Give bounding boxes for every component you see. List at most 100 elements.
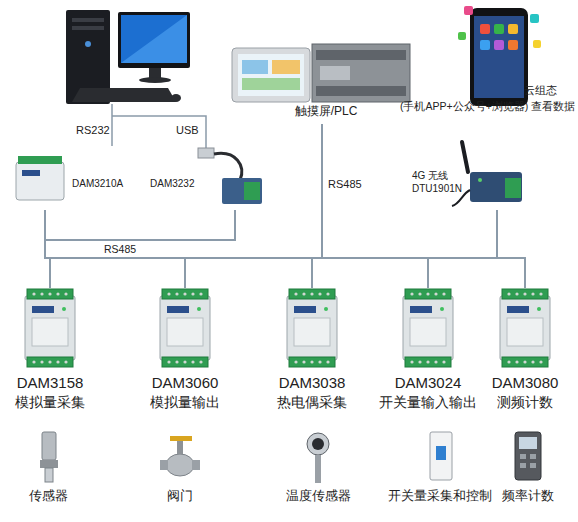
plc-part (316, 50, 406, 60)
pc-keyboard-part (171, 94, 181, 102)
node-label: DAM3210A (72, 178, 130, 191)
node-label: 云组态 (524, 84, 574, 98)
node-label: DAM3080 (475, 374, 575, 393)
bus-connector (50, 124, 322, 288)
pc-tower-part (72, 18, 104, 22)
smartphone-part (494, 24, 504, 34)
frequency-counter-part (515, 432, 541, 480)
bus-connector (45, 210, 525, 288)
bus-connector (45, 210, 235, 288)
frequency-counter-part (520, 454, 526, 459)
smartphone-part (480, 24, 490, 34)
switch-device (430, 432, 452, 480)
bus-connector (312, 210, 497, 288)
io-module: DAM3038热电偶采集 (262, 288, 362, 414)
usb-converter (198, 148, 262, 204)
io-module: DAM3060模拟量输出 (135, 288, 235, 414)
frequency-counter-part (530, 463, 536, 468)
module-icon (287, 289, 337, 367)
bus-connector (45, 210, 428, 288)
usb-converter-part (214, 153, 242, 180)
pressure-sensor-part (40, 460, 58, 468)
node-label: DAM3024 (378, 374, 478, 393)
bus-connector (312, 124, 322, 288)
rs232-converter-part (16, 162, 64, 200)
rs232-converter-part (22, 170, 40, 176)
pc-monitor-part (149, 68, 161, 78)
smartphone-part (508, 40, 518, 50)
node-label: 阀门 (140, 488, 220, 504)
module-icon (500, 289, 550, 367)
node-label: 触摸屏/PLC (286, 104, 366, 119)
bus-connector (45, 210, 428, 288)
bus-connector (185, 124, 322, 288)
frequency-counter-part (530, 454, 536, 459)
switch-device-part (436, 446, 446, 460)
pressure-sensor-part (45, 468, 53, 482)
field-device: 阀门 (140, 428, 220, 510)
node-sublabel: (手机APP+公众号+浏览器) 查看数据 (400, 100, 576, 113)
bus-connector (45, 210, 312, 288)
smartphone-part (530, 14, 539, 23)
smartphone-part (464, 6, 473, 15)
smartphone-part (508, 24, 518, 34)
plc-part (312, 44, 410, 102)
plc (312, 44, 410, 102)
bus-connector (322, 124, 428, 288)
frequency-counter-part (519, 437, 537, 449)
usb-converter-part (222, 178, 262, 204)
dtu-node: 4G 无线 DTU1901N (410, 136, 534, 210)
bus-connector (45, 210, 50, 288)
io-module: DAM3024开关量输入输出 (378, 288, 478, 414)
temperature-sensor (307, 433, 329, 483)
converter-node: DAM3210A (12, 148, 130, 210)
rs232-converter (16, 156, 64, 200)
pc-monitor-part (139, 77, 171, 83)
signal-label: USB (176, 124, 199, 137)
temperature-sensor-part (307, 433, 329, 455)
pc-monitor-part (121, 15, 187, 63)
bus-connector (185, 210, 497, 288)
pc-tower-part (72, 26, 104, 30)
touch-screen-part (272, 60, 300, 74)
pc-monitor-part (118, 12, 190, 68)
pc-wire (112, 104, 206, 150)
pressure-sensor (40, 432, 58, 482)
frequency-counter-part (520, 463, 526, 468)
node-sublabel: 测频计数 (475, 394, 575, 412)
plc-part (316, 86, 406, 96)
node-sublabel: 模拟量采集 (0, 394, 100, 412)
touch-screen (232, 48, 310, 102)
pc-monitor (118, 12, 190, 83)
bus-connector (497, 210, 525, 288)
dtu-modem-part (478, 178, 482, 182)
bus-connector (50, 210, 497, 288)
temperature-sensor-part (315, 455, 321, 483)
module-icon (25, 289, 75, 367)
node-label: DAM3038 (262, 374, 362, 393)
bus-connector (428, 210, 497, 288)
plc-node: 触摸屏/PLC (228, 42, 416, 124)
field-device: 频率计数 (493, 428, 563, 510)
field-device: 温度传感器 (278, 428, 358, 510)
valve-part (170, 436, 192, 441)
pc-keyboard (72, 88, 181, 102)
frequency-counter (515, 432, 541, 480)
node-label: DAM3232 (150, 178, 200, 191)
valve-part (192, 460, 200, 470)
smartphone-part (458, 32, 466, 40)
valve-part (177, 440, 183, 454)
signal-label: RS232 (76, 124, 110, 137)
touch-screen-part (232, 48, 310, 102)
bus-connector (45, 210, 235, 288)
smartphone-part (470, 8, 528, 106)
node-label: DAM3158 (0, 374, 100, 393)
smartphone-part (474, 16, 524, 98)
dtu-modem-part (470, 172, 522, 202)
switch-device-part (430, 432, 452, 480)
pc-monitor-part (121, 15, 187, 63)
signal-label: RS485 (104, 243, 136, 256)
node-sublabel: 开关量输入输出 (378, 394, 478, 412)
